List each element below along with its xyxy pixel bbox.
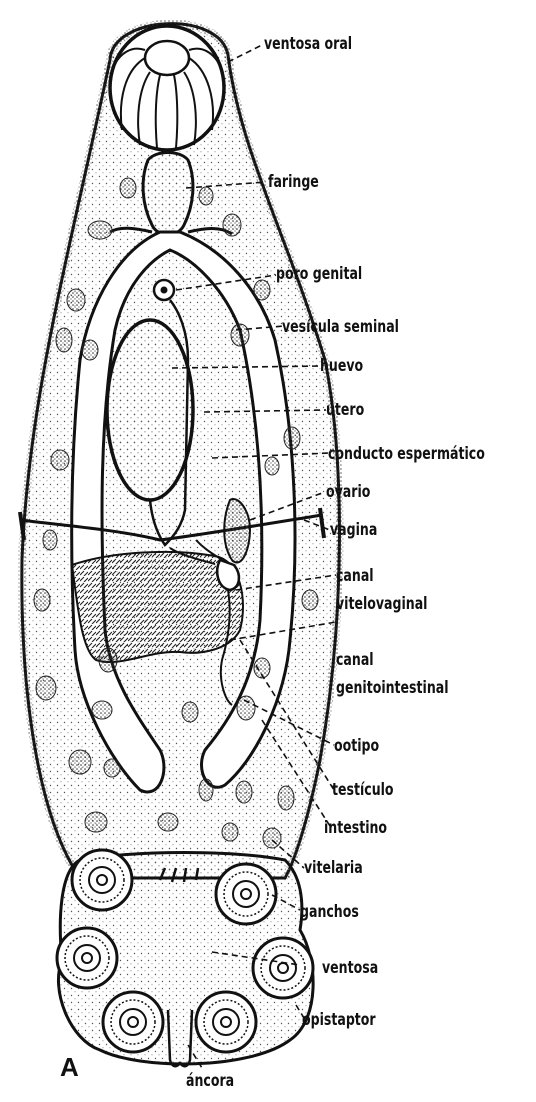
label-poro-genital: poro genital	[276, 264, 362, 284]
label-ovario: ovario	[326, 482, 370, 502]
egg	[107, 320, 193, 500]
label-canal-vitelovaginal: canal	[336, 566, 374, 586]
label-testiculo: testículo	[332, 780, 394, 800]
oral-sucker	[110, 26, 224, 150]
label-canal-genitointestinal-2: genitointestinal	[336, 678, 449, 698]
label-vesicula-seminal: vesícula seminal	[282, 317, 399, 337]
label-faringe: faringe	[268, 172, 319, 192]
label-huevo: huevo	[320, 356, 363, 376]
label-vitelaria: vitelaria	[304, 858, 363, 878]
label-canal-vitelovaginal-2: vitelovaginal	[336, 594, 427, 614]
label-intestino: intestino	[324, 818, 387, 838]
label-opistaptor: opistaptor	[302, 1010, 376, 1030]
label-ancora: áncora	[186, 1071, 234, 1091]
label-canal-genitointestinal: canal	[336, 650, 374, 670]
label-ganchos: ganchos	[300, 902, 359, 922]
panel-letter: A	[60, 1052, 79, 1083]
label-utero: útero	[326, 400, 364, 420]
label-ootipo: ootipo	[334, 736, 379, 756]
label-vagina: vagina	[330, 520, 377, 540]
label-ventosa-oral: ventosa oral	[264, 34, 352, 54]
label-ventosa: ventosa	[322, 958, 378, 978]
label-conducto-espermatico: conducto espermático	[328, 444, 485, 464]
pharynx	[143, 153, 193, 235]
